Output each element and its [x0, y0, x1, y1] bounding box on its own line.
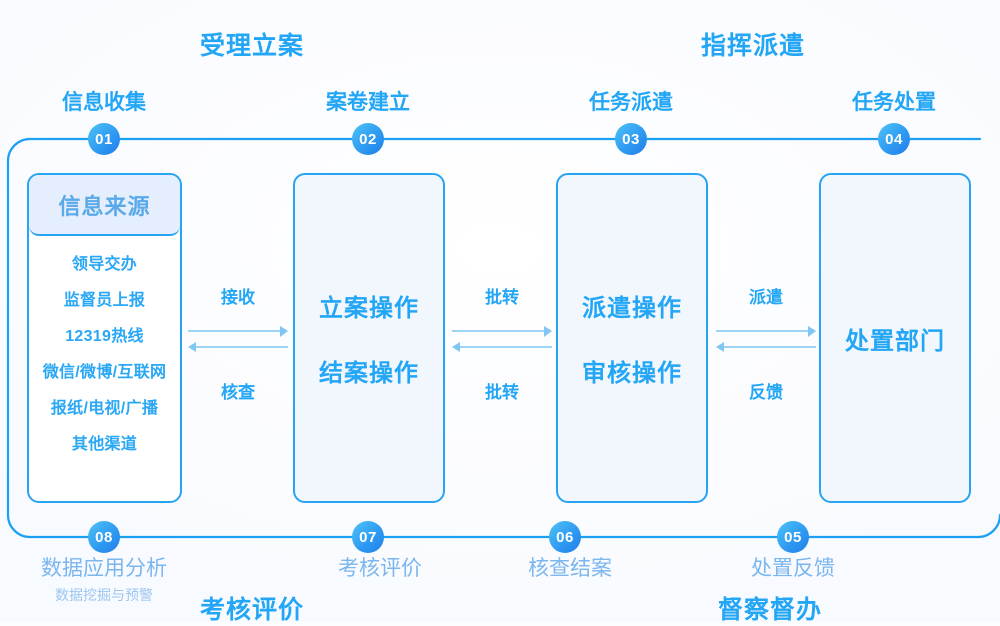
box4-line-1: 处置部门 — [845, 327, 945, 355]
process-box-case-filing[interactable]: 立案操作 结案操作 — [293, 173, 445, 503]
step-label-04: 任务处置 — [852, 91, 936, 114]
list-item[interactable]: 微信/微博/互联网 — [42, 364, 167, 381]
information-source-header: 信息来源 — [29, 175, 180, 236]
connector-box1-box2: 接收 核查 — [188, 283, 288, 403]
process-box-information-source[interactable]: 信息来源 领导交办 监督员上报 12319热线 微信/微博/互联网 报纸/电视/… — [27, 173, 182, 503]
process-box-task-dispatch[interactable]: 派遣操作 审核操作 — [556, 173, 708, 503]
section-title-accept: 受理立案 — [199, 32, 305, 60]
list-item[interactable]: 报纸/电视/广播 — [50, 400, 159, 417]
connector2-reverse-label: 批转 — [485, 383, 519, 402]
section-title-dispatch: 指挥派遣 — [700, 32, 806, 60]
bidirectional-arrow-icon — [452, 326, 552, 352]
box2-line-2: 结案操作 — [319, 360, 419, 387]
step-label-01: 信息收集 — [62, 91, 146, 114]
step-number-04[interactable]: 04 — [878, 123, 910, 155]
step-number-01[interactable]: 01 — [88, 123, 120, 155]
list-item[interactable]: 其他渠道 — [71, 436, 138, 453]
step-label-08: 数据应用分析 — [41, 557, 167, 580]
step-number-06[interactable]: 06 — [549, 521, 581, 553]
step-label-07: 考核评价 — [338, 557, 422, 580]
box3-line-2: 审核操作 — [582, 360, 682, 387]
step-number-05[interactable]: 05 — [777, 521, 809, 553]
connector-box3-box4: 派遣 反馈 — [716, 283, 816, 403]
step-number-08[interactable]: 08 — [88, 521, 120, 553]
information-source-list: 领导交办 监督员上报 12319热线 微信/微博/互联网 报纸/电视/广播 其他… — [29, 236, 180, 464]
step-label-03: 任务派遣 — [589, 91, 673, 114]
connector3-forward-label: 派遣 — [749, 288, 783, 307]
box2-line-1: 立案操作 — [319, 295, 419, 322]
connector-box2-box3: 批转 批转 — [452, 283, 552, 403]
step-label-02: 案卷建立 — [326, 91, 410, 114]
step-label-05: 处置反馈 — [751, 557, 835, 580]
step-number-07[interactable]: 07 — [352, 521, 384, 553]
step-sublabel-08: 数据挖掘与预警 — [55, 587, 153, 603]
connector1-forward-label: 接收 — [221, 288, 255, 307]
bidirectional-arrow-icon — [188, 326, 288, 352]
connector3-reverse-label: 反馈 — [749, 383, 783, 402]
list-item[interactable]: 领导交办 — [71, 256, 138, 273]
list-item[interactable]: 12319热线 — [65, 328, 144, 345]
step-label-06: 核查结案 — [528, 557, 612, 580]
step-number-03[interactable]: 03 — [615, 123, 647, 155]
box3-line-1: 派遣操作 — [582, 295, 682, 322]
bidirectional-arrow-icon — [716, 326, 816, 352]
process-box-handling-department[interactable]: 处置部门 — [819, 173, 971, 503]
section-title-assess: 考核评价 — [199, 596, 305, 624]
step-number-02[interactable]: 02 — [352, 123, 384, 155]
list-item[interactable]: 监督员上报 — [63, 292, 146, 309]
connector1-reverse-label: 核查 — [221, 383, 255, 402]
connector2-forward-label: 批转 — [485, 288, 519, 307]
section-title-supervise: 督察督办 — [717, 596, 823, 624]
